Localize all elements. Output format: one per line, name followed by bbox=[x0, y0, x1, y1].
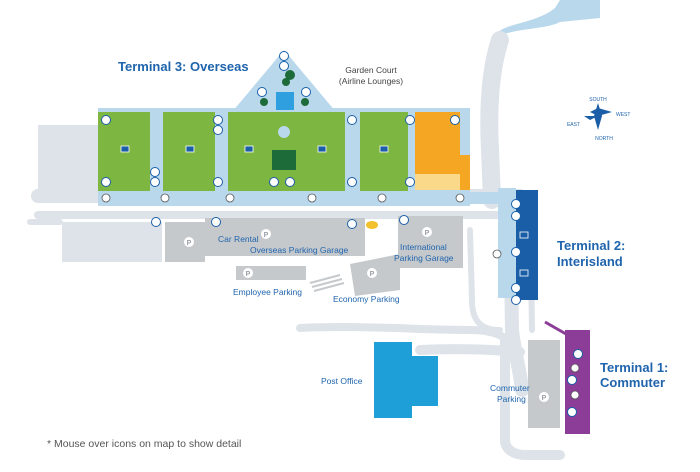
post-office-label: Post Office bbox=[321, 376, 363, 386]
svg-text:WEST: WEST bbox=[616, 112, 630, 118]
terminal1-label-line2: Commuter bbox=[600, 375, 665, 390]
garden-tree-3 bbox=[301, 98, 309, 106]
terminal1-label-line1: Terminal 1: bbox=[600, 360, 668, 375]
amenity-icons[interactable] bbox=[101, 51, 583, 417]
economy-parking-label: Economy Parking bbox=[333, 294, 400, 304]
terminal3-label: Terminal 3: Overseas bbox=[118, 59, 249, 74]
apron-southwest bbox=[62, 222, 162, 262]
svg-text:P: P bbox=[425, 230, 430, 237]
garden-dark-block bbox=[272, 150, 296, 170]
svg-text:P: P bbox=[542, 395, 547, 402]
post-office-building[interactable] bbox=[374, 342, 438, 418]
garden-tree-1 bbox=[285, 70, 295, 80]
parking-symbols bbox=[183, 226, 550, 403]
svg-text:P: P bbox=[370, 271, 375, 278]
garden-court-label: Garden Court bbox=[345, 65, 397, 75]
commuter-parking-label-1: Commuter bbox=[490, 383, 530, 393]
terminal1-connector bbox=[544, 320, 567, 336]
compass-icon: SOUTH WEST EAST NORTH bbox=[567, 97, 631, 142]
svg-text:P: P bbox=[187, 240, 192, 247]
terminal3-gates bbox=[98, 112, 408, 191]
yellow-marker bbox=[366, 221, 378, 229]
water-area bbox=[494, 0, 600, 38]
economy-ramp bbox=[309, 274, 345, 292]
orange-side bbox=[460, 155, 470, 190]
garden-tree-2 bbox=[282, 78, 290, 86]
employee-parking-label: Employee Parking bbox=[233, 287, 302, 297]
car-rental-label: Car Rental bbox=[218, 234, 259, 244]
garden-fountain bbox=[278, 126, 290, 138]
terminal2-label-line1: Terminal 2: bbox=[557, 238, 625, 253]
orange-building-extension bbox=[415, 174, 460, 190]
terminal2-label-line2: Interisland bbox=[557, 254, 623, 269]
terminal3-walkway bbox=[98, 192, 513, 204]
intl-garage-label-2: Parking Garage bbox=[394, 253, 454, 263]
svg-text:P: P bbox=[264, 232, 269, 239]
garden-tree-4 bbox=[260, 98, 268, 106]
garden-court-pool bbox=[276, 92, 294, 110]
svg-text:P: P bbox=[246, 271, 251, 278]
garden-court-sublabel: (Airline Lounges) bbox=[339, 76, 403, 86]
bus-stop-icons[interactable] bbox=[101, 193, 580, 400]
svg-text:NORTH: NORTH bbox=[595, 136, 613, 142]
overseas-garage-label: Overseas Parking Garage bbox=[250, 245, 349, 255]
baggage-icons[interactable] bbox=[120, 145, 529, 277]
svg-text:SOUTH: SOUTH bbox=[589, 97, 607, 103]
parking-letters: P P P P P P bbox=[187, 230, 547, 402]
garages bbox=[165, 216, 560, 428]
intl-garage-label-1: International bbox=[400, 242, 447, 252]
footnote: * Mouse over icons on map to show detail bbox=[47, 438, 241, 450]
commuter-parking-label-2: Parking bbox=[497, 394, 526, 404]
apron-west bbox=[38, 125, 100, 195]
svg-text:EAST: EAST bbox=[567, 122, 580, 128]
